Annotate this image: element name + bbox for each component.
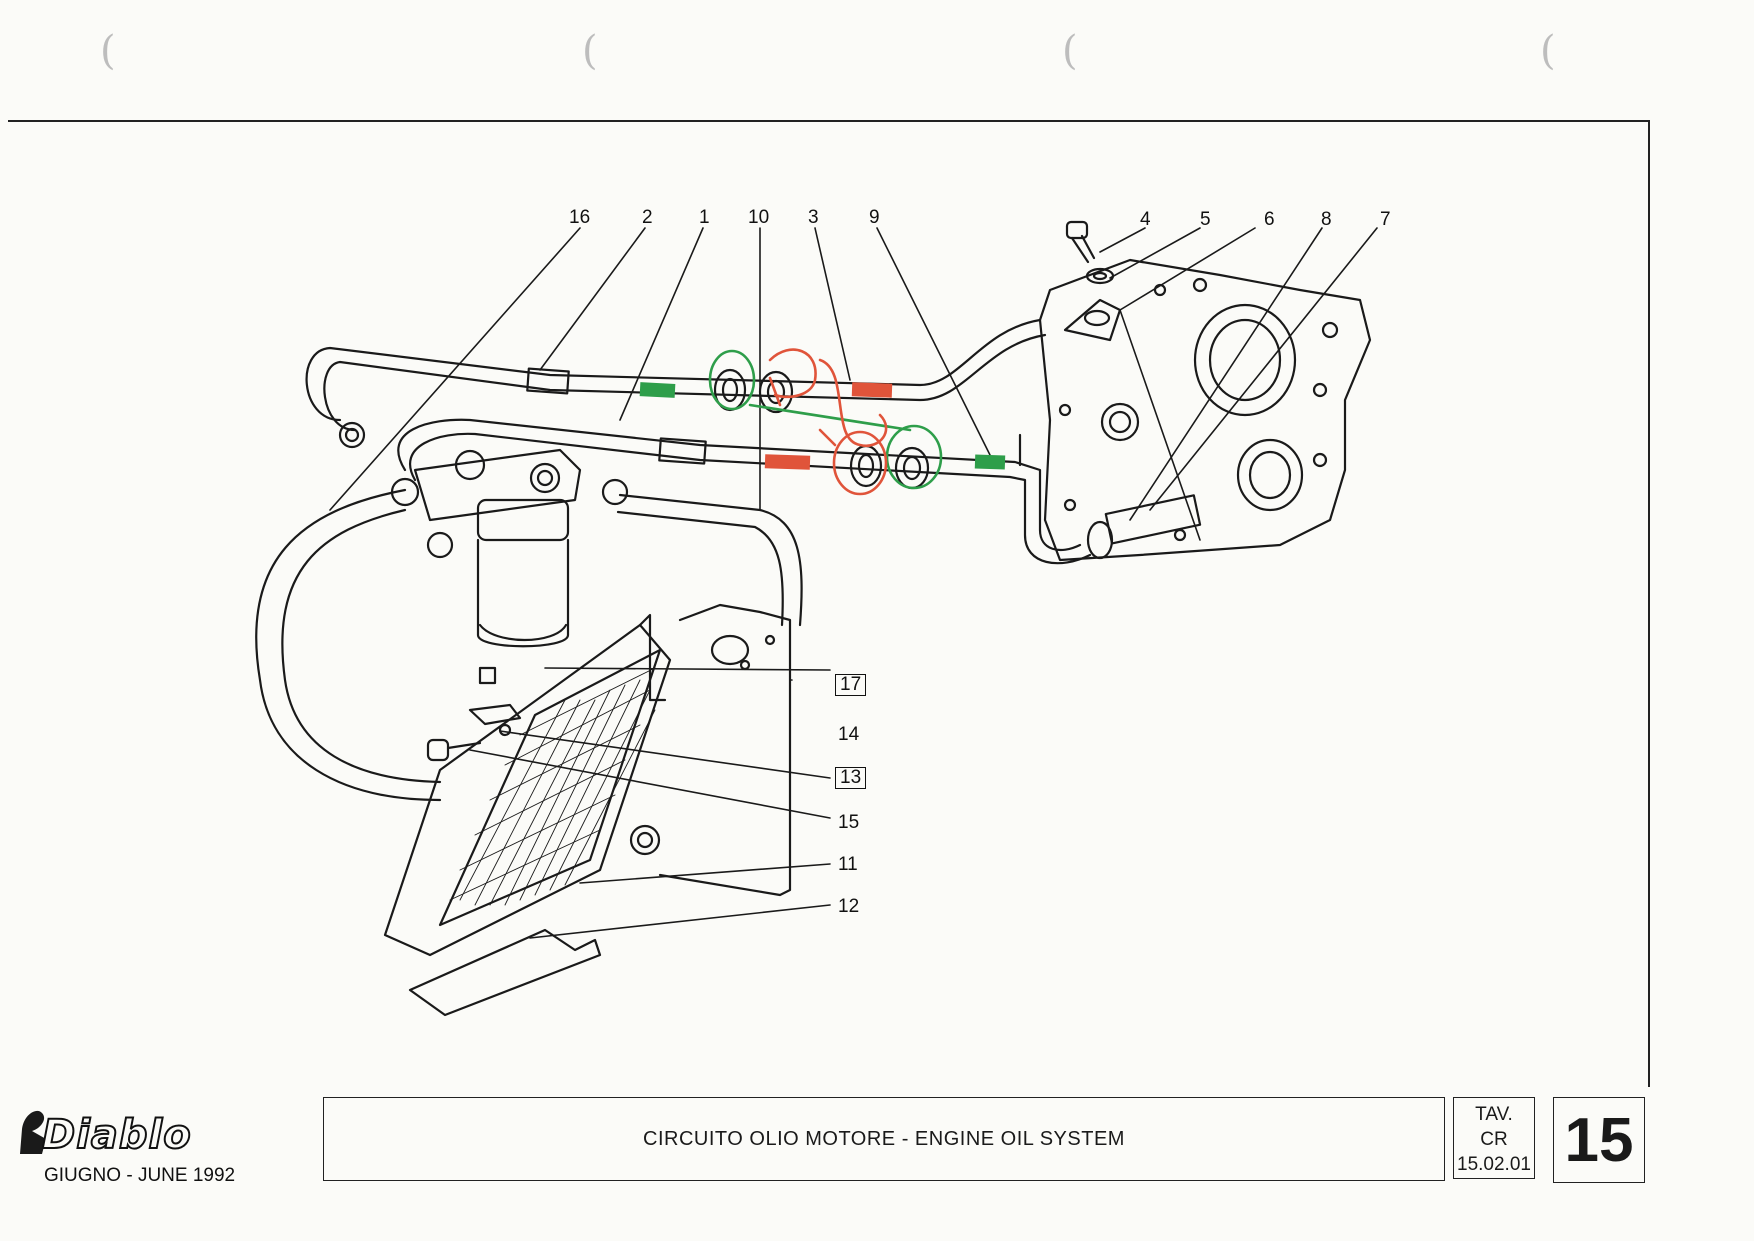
logo-text: Diablo (41, 1111, 192, 1159)
markup-marks (639, 382, 1006, 470)
callout-8: 8 (1321, 209, 1332, 230)
callout-10: 10 (748, 207, 770, 228)
callout-3: 3 (808, 207, 819, 228)
cooler-mesh (449, 667, 656, 906)
engine-block (1038, 258, 1372, 562)
lower-oil-pipe (397, 418, 1092, 565)
callout-9: 9 (869, 207, 880, 228)
callout-13: 13 (835, 767, 867, 789)
callout-17: 17 (835, 674, 867, 696)
tav-code: CR (1480, 1129, 1508, 1150)
callout-12: 12 (838, 896, 860, 917)
tav-label: TAV. (1475, 1104, 1513, 1125)
drawing-title-box: CIRCUITO OLIO MOTORE - ENGINE OIL SYSTEM (323, 1097, 1445, 1181)
oil-cooler (383, 603, 792, 1017)
callout-1: 1 (699, 207, 710, 228)
callout-6: 6 (1264, 209, 1275, 230)
callout-2: 2 (642, 207, 653, 228)
diablo-logo: Diablo GIUGNO - JUNE 1992 (10, 1087, 300, 1186)
drawing-title: CIRCUITO OLIO MOTORE - ENGINE OIL SYSTEM (643, 1127, 1125, 1150)
bolt-and-washer (1065, 220, 1115, 285)
title-block: Diablo GIUGNO - JUNE 1992 CIRCUITO OLIO … (8, 1085, 1648, 1186)
callout-5: 5 (1200, 209, 1211, 230)
callout-4: 4 (1140, 209, 1151, 230)
bull-emblem-icon (20, 1110, 46, 1154)
punch-mark: ( (1062, 28, 1078, 74)
exploded-diagram (255, 220, 1378, 1017)
callout-11: 11 (838, 854, 858, 875)
markup-annotations (708, 348, 943, 496)
cooler-hoses (255, 478, 803, 802)
table-reference-box: TAV. CR 15.02.01 (1453, 1097, 1535, 1179)
oil-filter (390, 448, 582, 648)
plate-number: 15 (1564, 1105, 1634, 1175)
callout-14: 14 (838, 724, 860, 745)
punch-mark: ( (100, 28, 116, 74)
callout-16: 16 (569, 207, 591, 228)
punch-mark: ( (582, 28, 598, 74)
issue-date: GIUGNO - JUNE 1992 (44, 1165, 236, 1186)
plate-number-box: 15 (1553, 1097, 1645, 1183)
tav-number: 15.02.01 (1457, 1154, 1531, 1175)
callout-15: 15 (838, 812, 860, 833)
upper-oil-pipe (305, 318, 1047, 449)
callout-7: 7 (1380, 209, 1391, 230)
punch-mark: ( (1540, 28, 1556, 74)
drawing-frame (8, 120, 1650, 1087)
